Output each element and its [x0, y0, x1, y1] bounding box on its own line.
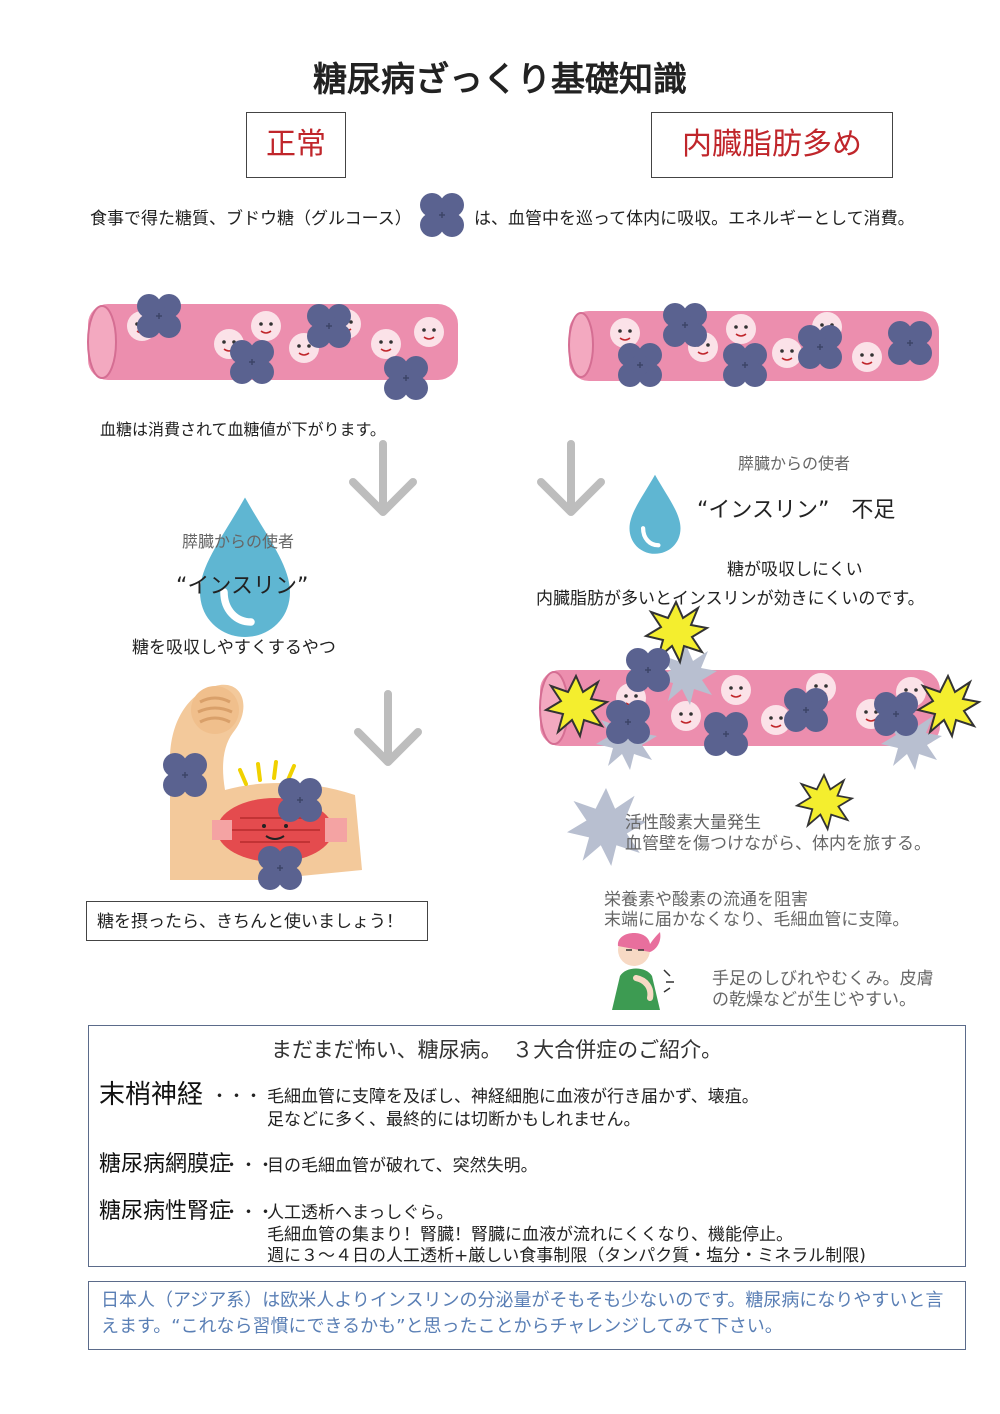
- complication-dots: ・・・: [223, 1156, 274, 1176]
- complication-desc: 毛細血管の集まり！腎臓！腎臓に血液が流れにくくなり、機能停止。: [267, 1225, 793, 1245]
- glucose-icon: [419, 192, 465, 238]
- blood-vessel-visceral: [568, 302, 939, 388]
- muscle-arm-illustration: [162, 684, 362, 891]
- normal-label: 正常: [246, 112, 346, 178]
- japanese-note-text: 日本人（アジア系）は欧米人よりインスリンの分泌量がそもそも少ないのです。糖尿病に…: [101, 1290, 944, 1337]
- complication-dots: ・・・: [211, 1087, 262, 1107]
- complication-desc: 人工透析へまっしぐら。: [267, 1203, 454, 1223]
- visceral-fat-label: 内臓脂肪多め: [651, 112, 893, 178]
- person-numbness-illustration: [612, 932, 674, 1010]
- complication-term-nephropathy: 糖尿病性腎症: [99, 1199, 232, 1224]
- complication-term-peripheral: 末梢神経: [99, 1080, 204, 1110]
- fat-effect-text: 内臓脂肪が多いとインスリンが効きにくいのです。: [536, 589, 925, 609]
- blood-vessel-normal: [87, 293, 458, 401]
- insulin-drop-icon: [655, 513, 656, 514]
- arrow-down-icon: [388, 728, 389, 729]
- complication-dots: ・・・: [223, 1203, 274, 1223]
- symptom-text-1: 手足のしびれやむくみ。皮膚: [712, 969, 934, 989]
- left-blood-text: 血糖は消費されて血糖値が下がります。: [100, 420, 386, 439]
- left-insulin-text: “インスリン”: [176, 574, 309, 599]
- left-callout: 糖を摂ったら、きちんと使いましょう！: [86, 901, 428, 941]
- insulin-shortage-text: “インスリン” 不足: [697, 498, 896, 523]
- complication-desc: 毛細血管に支障を及ぼし、神経細胞に血液が行き届かず、壊疽。: [267, 1087, 759, 1107]
- active-oxygen-text: 活性酸素大量発生: [625, 813, 761, 833]
- complication-desc: 目の毛細血管が破れて、突然失明。: [267, 1156, 538, 1176]
- arrow-down-icon: [571, 478, 572, 479]
- complications-heading: まだまだ怖い、糖尿病。 ３大合併症のご紹介。: [271, 1038, 723, 1062]
- intro-text-after: は、血管中を巡って体内に吸収。エネルギーとして消費。: [474, 209, 915, 229]
- capillary-issue-text: 末端に届かなくなり、毛細血管に支障。: [604, 910, 910, 930]
- insulin-drop-icon: [245, 565, 246, 566]
- arrow-down-icon: [383, 478, 384, 479]
- flow-block-text: 栄養素や酸素の流通を阻害: [604, 890, 808, 910]
- vessel-damage-text: 血管壁を傷つけながら、体内を旅する。: [625, 834, 931, 854]
- symptom-text-2: の乾燥などが生じやすい。: [712, 990, 916, 1010]
- hard-absorb-text: 糖が吸収しにくい: [727, 560, 863, 580]
- damaged-blood-vessel: [539, 601, 980, 770]
- page-title: 糖尿病ざっくり基礎知識: [313, 60, 687, 100]
- complication-desc: 足などに多く、最終的には切断かもしれません。: [267, 1110, 641, 1130]
- complication-term-retinopathy: 糖尿病網膜症: [99, 1152, 232, 1177]
- intro-text-before: 食事で得た糖質、ブドウ糖（グルコース）: [90, 209, 412, 229]
- right-messenger-text: 膵臓からの使者: [738, 454, 851, 473]
- left-insulin-role: 糖を吸収しやすくするやつ: [132, 638, 336, 658]
- japanese-note-box: 日本人（アジア系）は欧米人よりインスリンの分泌量がそもそも少ないのです。糖尿病に…: [88, 1281, 966, 1350]
- complication-desc: 週に３～４日の人工透析+厳しい食事制限（タンパク質・塩分・ミネラル制限): [267, 1246, 866, 1266]
- complications-panel: まだまだ怖い、糖尿病。 ３大合併症のご紹介。 末梢神経 ・・・ 毛細血管に支障を…: [88, 1025, 966, 1267]
- left-messenger-text: 膵臓からの使者: [182, 532, 295, 551]
